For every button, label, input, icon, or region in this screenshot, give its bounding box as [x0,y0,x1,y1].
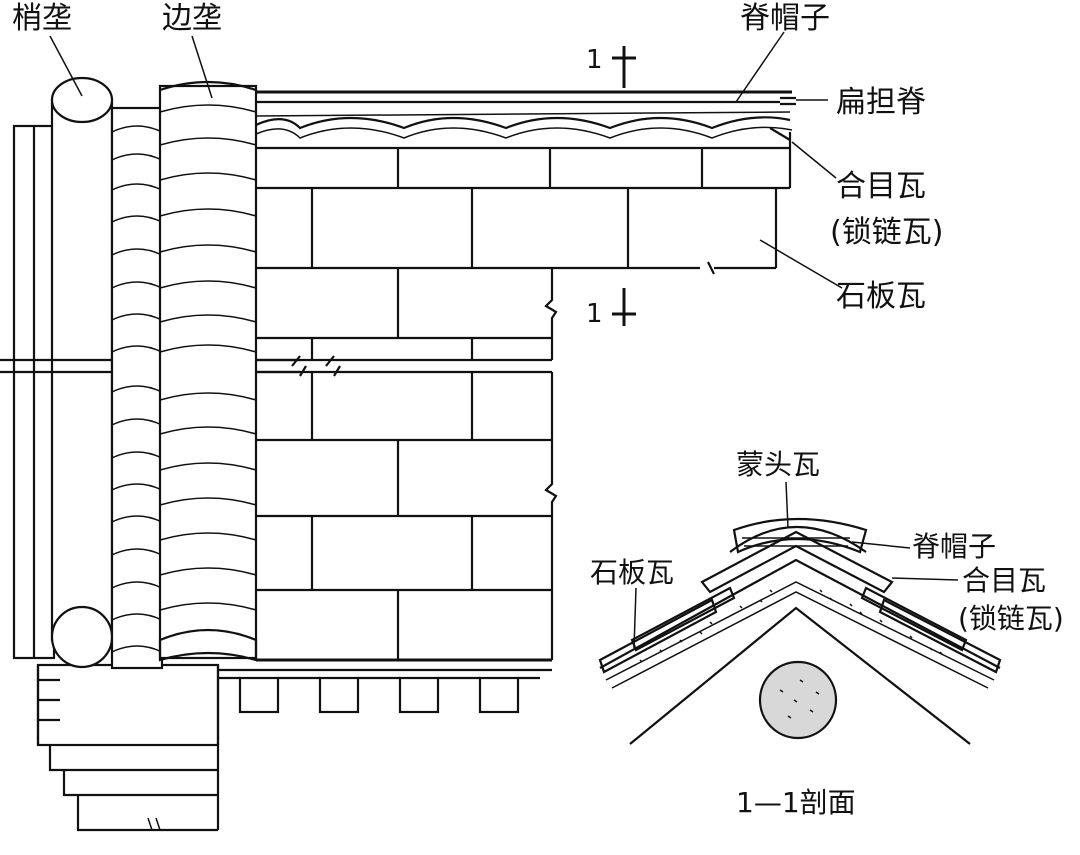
label-biandanji: 扁担脊 [836,85,926,120]
leader-lines-plan [49,31,843,289]
label-shibanwa-section: 石板瓦 [590,556,674,589]
label-hemuwa-section: 合目瓦 [962,564,1046,597]
label-jimaozi-top: 脊帽子 [740,1,830,36]
bianlong-tile-column [158,80,258,662]
tile-course-between-rolls [110,106,164,670]
section-mark-bottom-label: 1 [586,299,603,329]
label-mengtouwa: 蒙头瓦 [736,448,820,481]
label-suolianwa-top: (锁链瓦) [830,215,943,250]
label-suolianwa-section: (锁链瓦) [958,602,1064,635]
gable-end-wall [12,124,220,832]
label-shibanwa-top: 石板瓦 [836,279,926,314]
section-mark-top-label: 1 [586,45,603,75]
shibanwa-slate-field [218,90,796,672]
label-jimaozi-section: 脊帽子 [912,530,996,563]
eave-rafter-ends [218,676,540,714]
section-marker-top [612,46,636,88]
label-hemuwa-top: 合目瓦 [836,169,926,204]
section-1-1-drawing [598,517,1002,745]
label-shaolong: 梢垄 [12,1,72,36]
label-bianlong: 边垄 [162,1,222,36]
label-section-title: 1—1剖面 [736,786,856,819]
section-marker-bottom [612,288,636,326]
leader-lines-section [633,481,959,649]
shaolong-ridge-roll [0,76,300,669]
